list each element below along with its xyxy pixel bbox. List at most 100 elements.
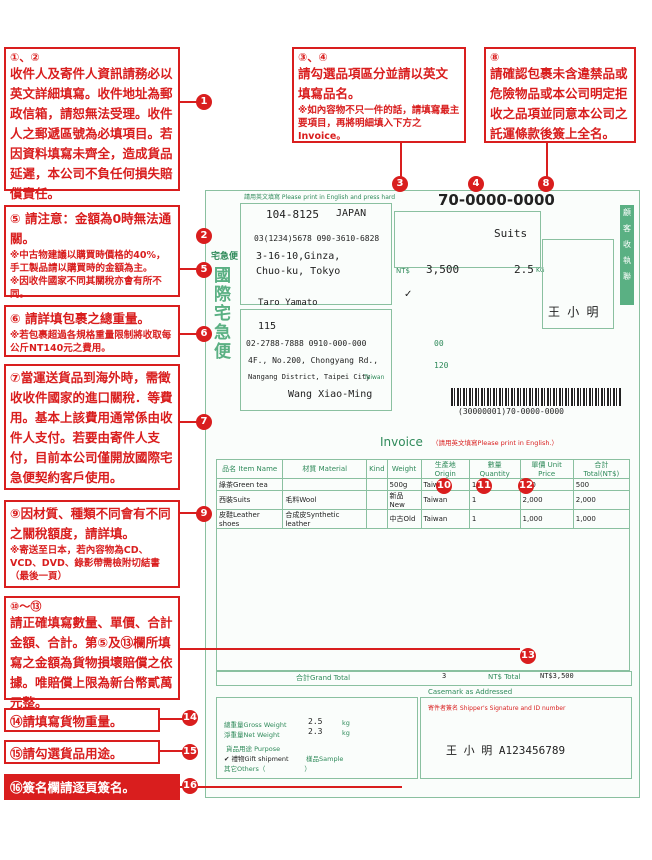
cell: 2,000 xyxy=(572,490,631,510)
cell xyxy=(282,478,368,491)
callout-quantity-price: ⑩～⑬ 請正確填寫數量、單價、合計金額、合計。第⑤及⑬欄所填寫之金額為貨物損壞賠… xyxy=(4,596,180,710)
callout-note: ※如內容物不只一件的話，請填寫最主要項目，再將明細填入下方之Invoice。 xyxy=(298,105,460,142)
callout-material-kind: ⑨因材質、種類不同會有不同之關稅額度，請詳填。 ※寄送至日本，若內容物為CD、V… xyxy=(4,500,180,588)
callout-number: ①、② xyxy=(10,51,40,64)
leader-line xyxy=(400,143,402,177)
net-weight-value: 2.3 xyxy=(308,727,323,736)
declared-value: 3,500 xyxy=(426,263,460,276)
sender-tel: 02-2788-7888 0910-000-000 xyxy=(246,339,367,348)
badge-13: 13 xyxy=(520,648,536,664)
col-material: 材質 Material xyxy=(282,459,368,479)
cell: 綠茶Green tea xyxy=(215,478,284,491)
cell: 合成皮Synthetic leather xyxy=(282,509,368,529)
badge-16: 16 xyxy=(182,778,198,794)
callout-signature-each-page: ⑯簽名欄請逐頁簽名。 xyxy=(4,774,180,800)
casemark-text: Casemark as Addressed xyxy=(428,688,513,696)
invoice-title: Invoice xyxy=(380,435,423,449)
consent-signature-box xyxy=(542,239,614,329)
weight-purpose-box xyxy=(216,697,418,779)
recipient-address-line1: 3-16-10,Ginza, xyxy=(256,251,341,262)
recipient-zip: 104-8125 xyxy=(266,208,319,221)
item-category-value: Suits xyxy=(494,227,528,240)
net-weight-label: 淨重量Net Weight xyxy=(224,731,280,739)
recipient-tel: 03(1234)5678 090-3610-6828 xyxy=(254,234,380,243)
callout-text: ⑦當運送貨品到海外時，需徵收收件國家的進口關稅．等費用。基本上該費用通常係由收件… xyxy=(10,370,173,485)
callout-text: 請勾選品項區分並請以英文填寫品名。 xyxy=(298,66,449,101)
col-origin: 生產地 Origin xyxy=(420,459,470,479)
callout-text: ⑭請填寫貨物重量。 xyxy=(10,714,123,729)
callout-goods-weight: ⑭請填寫貨物重量。 xyxy=(4,708,160,732)
col-unit-price: 單價 Unit Price xyxy=(519,459,574,479)
invoice-subtitle: （請用英文填寫Please print in English.） xyxy=(432,439,559,447)
leader-line xyxy=(160,750,184,752)
cell: 西裝Suits xyxy=(215,490,284,510)
badge-9: 9 xyxy=(196,506,212,522)
waybill-number: 70-0000-0000 xyxy=(438,191,555,209)
cell: 新品New xyxy=(386,490,422,510)
brand-name: 宅急便 xyxy=(211,252,239,262)
recipient-address-line2: Chuo-ku, Tokyo xyxy=(256,266,341,277)
recipient-country: JAPAN xyxy=(336,208,367,219)
callout-text: ⑨因材質、種類不同會有不同之關稅額度，請詳填。 xyxy=(10,506,171,541)
form-header-hint: 請用英文填寫 Please print in English and press… xyxy=(244,194,396,201)
cell: 500g xyxy=(386,478,422,491)
invoice-row: 皮鞋Leather shoes 合成皮Synthetic leather 中古O… xyxy=(215,509,631,529)
purpose-gift-option[interactable]: ✔ 禮物Gift shipment xyxy=(224,755,289,763)
callout-sender-recipient-info: ①、② 收件人及寄件人資訊請務必以英文詳細填寫。收件地址為郵政信箱，請恕無法受理… xyxy=(4,47,180,201)
callout-text: ⑥ 請詳填包裹之總重量。 xyxy=(10,311,150,326)
badge-3: 3 xyxy=(392,176,408,192)
badge-5: 5 xyxy=(196,262,212,278)
cell xyxy=(366,478,388,491)
leader-line xyxy=(546,143,548,177)
purpose-other-option[interactable]: 其它Others（ ） xyxy=(224,765,311,773)
gross-weight-label: 總重量Gross Weight xyxy=(224,721,287,729)
callout-note: ※中古物建議以購買時價格的40%，手工製品請以購買時的金額為主。 xyxy=(10,250,166,274)
callout-text: ⑮請勾選貨品用途。 xyxy=(10,746,123,761)
col-total: 合計 Total(NT$) xyxy=(572,459,631,479)
callout-note: ※寄送至日本，若內容物為CD、VCD、DVD、錄影帶需檢附切結書（最後一頁） xyxy=(10,545,160,582)
leader-line xyxy=(180,101,202,103)
cell xyxy=(366,490,388,510)
cell: 1,000 xyxy=(519,509,574,529)
purpose-label: 貨品用途 Purpose xyxy=(226,745,281,753)
sender-name: Wang Xiao-Ming xyxy=(288,389,373,400)
invoice-table: 品名 Item Name 材質 Material Kind Weight 生產地… xyxy=(215,459,631,671)
cell xyxy=(366,509,388,529)
purpose-sample-option[interactable]: 樣品Sample xyxy=(306,755,344,763)
shipper-signature: 王 小 明 A123456789 xyxy=(446,744,566,757)
grand-total-qty: 3 xyxy=(442,672,447,680)
grand-total-amount: NT$3,500 xyxy=(540,672,574,680)
cell: 1,000 xyxy=(572,509,631,529)
count-field-2: 120 xyxy=(434,361,449,370)
recipient-section xyxy=(240,203,392,305)
callout-text: 收件人及寄件人資訊請務必以英文詳細填寫。收件地址為郵政信箱，請恕無法受理。收件人… xyxy=(10,66,173,201)
badge-4: 4 xyxy=(468,176,484,192)
invoice-row: 綠茶Green tea 500g Taiwan 1 500 500 xyxy=(215,478,631,491)
sender-zip: 115 xyxy=(258,321,277,332)
gross-weight-unit: kg xyxy=(342,719,350,727)
callout-declared-value: ⑤ ⑤ 請注意：金額為0時無法通關。 ※中古物建議以購買時價格的40%，手工製品… xyxy=(4,205,180,300)
invoice-row: 西裝Suits 毛料Wool 新品New Taiwan 1 2,000 2,00… xyxy=(215,490,631,510)
col-item-name: 品名 Item Name xyxy=(215,459,284,479)
callout-text: ⑤ 請注意：金額為0時無法通關。 xyxy=(10,211,172,246)
callout-note: ※因收件國家不同其關稅亦會有所不同。 xyxy=(10,276,162,300)
duties-checkbox[interactable]: ✓ xyxy=(404,289,413,300)
callout-import-duties: ⑦當運送貨品到海外時，需徵收收件國家的進口關稅．等費用。基本上該費用通常係由收件… xyxy=(4,364,180,490)
consent-signature: 王 小 明 xyxy=(548,305,599,319)
barcode xyxy=(451,388,621,406)
leader-line xyxy=(180,786,402,788)
leader-line xyxy=(180,648,520,650)
cell: 皮鞋Leather shoes xyxy=(215,509,284,529)
cell: Taiwan xyxy=(420,509,470,529)
leader-line xyxy=(180,268,204,270)
callout-text: 請正確填寫數量、單價、合計金額、合計。第⑤及⑬欄所填寫之金額為貨物損壞賠償之依據… xyxy=(10,615,173,710)
badge-7: 7 xyxy=(196,414,212,430)
empty-rows xyxy=(216,528,630,671)
leader-line xyxy=(180,421,204,423)
grand-total-currency: NT$ Total xyxy=(488,673,521,681)
total-weight: 2.5 xyxy=(514,263,534,276)
value-currency: NT$ xyxy=(396,267,410,275)
callout-text: 請確認包裹未含違禁品或危險物品或本公司明定拒收之品項並同意本公司之託運條款後簽上… xyxy=(490,66,628,141)
weight-unit: KG xyxy=(536,267,545,274)
gross-weight-value: 2.5 xyxy=(308,717,323,726)
